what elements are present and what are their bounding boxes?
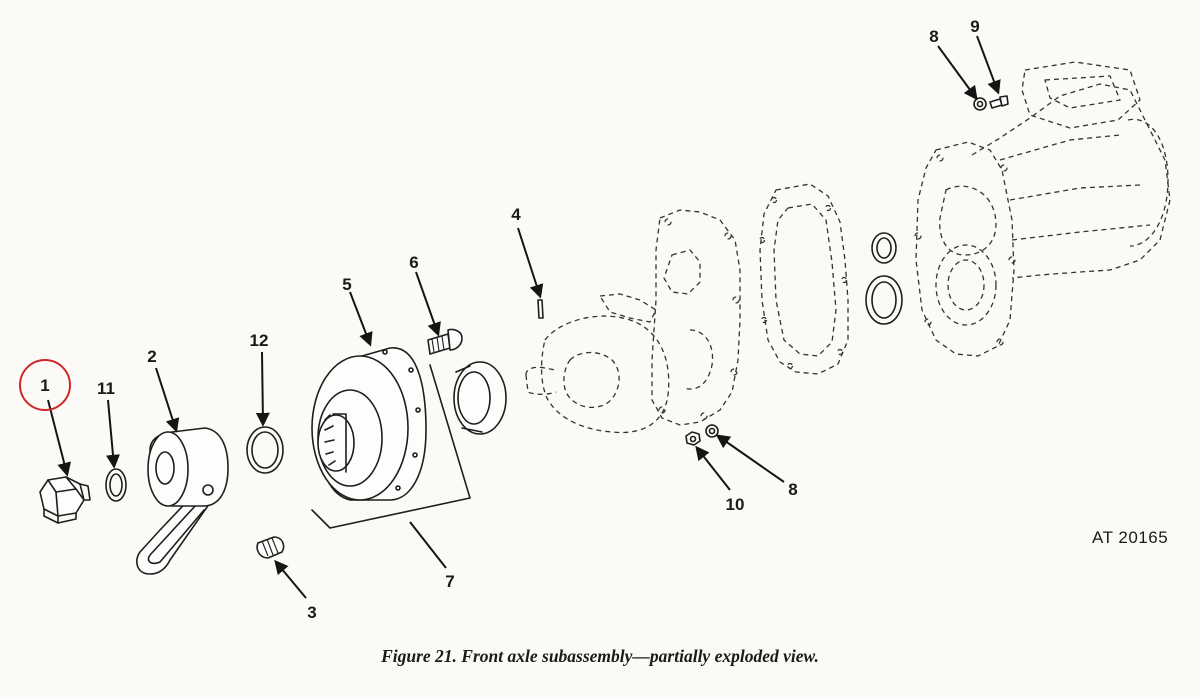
- part-10-nut: [685, 431, 701, 446]
- part-1-hex-plug: [39, 476, 91, 524]
- gasket: [758, 183, 849, 375]
- part-12-oring: [246, 426, 284, 474]
- bearing-cup: [865, 275, 903, 325]
- callout-1-highlight-circle: [19, 359, 71, 411]
- axle-housing: [914, 61, 1171, 357]
- drawing-number: AT 20165: [1092, 528, 1168, 547]
- callout-8-upper: 8: [929, 27, 938, 46]
- callout-1: 1: [40, 376, 49, 395]
- part-6-capscrew: [427, 328, 463, 355]
- bearing-cone: [871, 232, 897, 264]
- leader-lines: [47, 35, 1001, 599]
- part-11-washer: [105, 468, 127, 502]
- callout-7: 7: [445, 572, 454, 591]
- steering-knuckle: [525, 209, 741, 434]
- part-4-pin: [537, 299, 544, 319]
- callout-10: 10: [726, 495, 745, 514]
- callout-6: 6: [409, 253, 418, 272]
- part-9-capscrew: [989, 95, 1009, 109]
- callout-4: 4: [511, 205, 521, 224]
- figure-caption: Figure 21. Front axle subassembly—partia…: [381, 646, 819, 666]
- callout-11: 11: [97, 379, 115, 398]
- part-5-retainer: [311, 347, 471, 529]
- oil-seal: [453, 361, 507, 435]
- callout-2: 2: [147, 347, 156, 366]
- callout-8-lower: 8: [788, 480, 797, 499]
- callout-5: 5: [342, 275, 351, 294]
- callout-12: 12: [250, 331, 269, 350]
- callout-9: 9: [970, 17, 979, 36]
- callout-3: 3: [307, 603, 316, 622]
- part-3-set-screw: [256, 536, 285, 559]
- part-2-lever-arm: [136, 427, 229, 575]
- part-8-lockwasher-lower: [705, 424, 719, 438]
- part-8-lockwasher-upper: [973, 97, 987, 111]
